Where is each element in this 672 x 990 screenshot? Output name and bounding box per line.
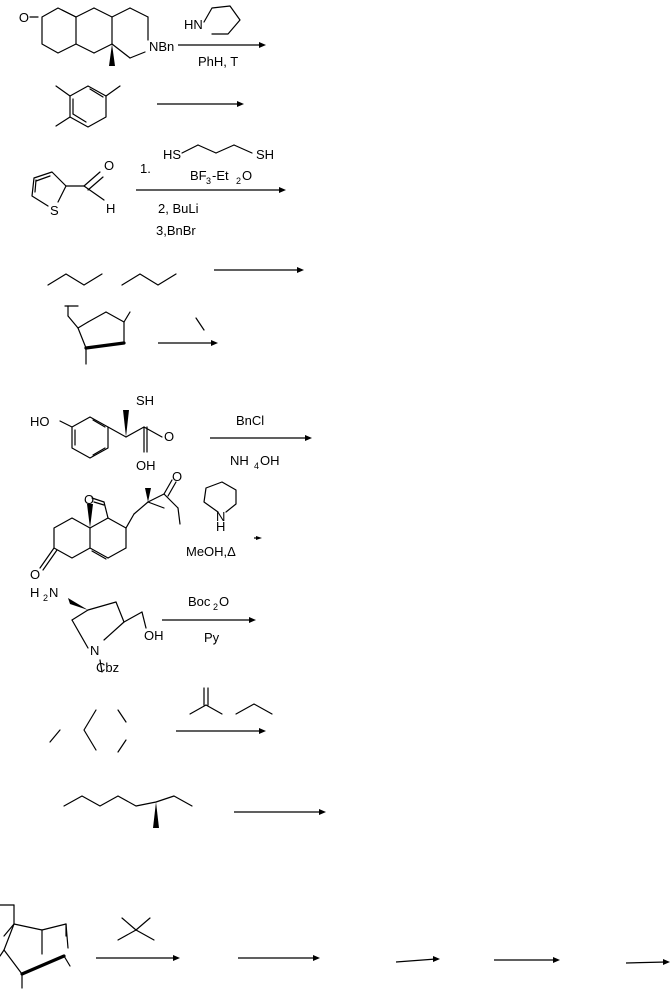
aldehyde-oxygen-label: O [104,158,114,173]
arrowhead-10 [319,809,326,815]
reagent-11-neopentyl [117,917,155,941]
thiol-sh-label-6: SH [136,393,154,408]
arrowhead-3 [279,187,286,193]
step-2-butyllithium: 2, BuLi [158,201,199,216]
substrate-2-trimethylbenzene [55,85,121,128]
arrowhead-2 [237,101,244,107]
reaction-arrow-11e [625,961,667,964]
arrowhead-11a [173,955,180,961]
et-label: -Et [212,168,229,183]
boc-oxygen-label: O [219,594,229,609]
substrate-1-structure: O NBn [19,7,174,66]
thiol-sh-label: SH [256,147,274,162]
ammonium-subscript: 4 [254,461,259,471]
reaction-7: O O O N H MeOH,Δ [30,469,262,582]
step-1-label: 1. [140,161,151,176]
amine-h-label: H [30,585,39,600]
reaction-6: HO SH O OH BnCl NH 4 OH [30,393,312,473]
ring-nitrogen-label: N [90,643,99,658]
condition-phh-t: PhH, T [198,54,238,69]
reagent-benzyl-chloride: BnCl [236,413,264,428]
substrate-9-fragment-a [49,729,61,743]
substrate-9-fragment-c [117,709,127,723]
arrowhead-5 [211,340,218,346]
reagent-pyrrolidine-structure-7: N H [203,481,237,534]
ammonium-nh-label: NH [230,453,249,468]
arrowhead-1 [259,42,266,48]
arrowhead-11e [663,959,670,965]
amine-subscript: 2 [43,593,48,603]
enone-oxygen-label-7: O [30,567,40,582]
nbn-label: NBn [149,39,174,54]
pyrrolidine-n-label: N [216,509,225,524]
reaction-10 [63,795,326,828]
reagent-propanedithiol-structure: HS SH [163,144,274,162]
ketone-oxygen-label-7: O [172,469,182,484]
substrate-8-pyrrolidine: H 2 N N OH Cbz [30,585,164,675]
etherate-oxygen-label: O [242,168,252,183]
condition-methanol-reflux: MeOH,Δ [186,544,236,559]
hydroxyl-oh-label: OH [144,628,164,643]
boc-subscript: 2 [213,602,218,612]
reaction-8: H 2 N N OH Cbz Boc 2 O Py [30,585,256,675]
pyrrolidine-nh-label: HN [184,17,203,32]
thiol-hs-label: HS [163,147,181,162]
substrate-5-cyclopentene [64,305,131,365]
arrowhead-7 [256,536,262,540]
thiophene-sulfur-label: S [50,203,59,218]
pyrrolidine-h-label: H [216,519,225,534]
ammonium-oh-label: OH [260,453,280,468]
cbz-label: Cbz [96,660,119,675]
reaction-1: O NBn HN PhH, T [19,5,266,69]
substrate-9-fragment-d [117,739,127,753]
substrate-11-chair-cyclohexane [0,904,71,989]
arrowhead-11b [313,955,320,961]
boc-label: Boc [188,594,211,609]
arrowhead-11d [553,957,560,963]
condition-pyridine: Py [204,630,220,645]
substrate-4-chain-b [121,273,177,286]
carbonyl-oxygen-label: O [19,10,29,25]
et2-subscript: 2 [236,176,241,186]
aldehyde-oxygen-label-7: O [84,492,94,507]
reagent-9-isobutylene [189,687,223,715]
substrate-9-fragment-b [83,709,97,751]
substrate-6-mercapto-acid: HO SH O OH [30,393,174,473]
reaction-5 [64,305,218,365]
reaction-2 [55,85,244,128]
reaction-3: S O H HS SH 1. BF 3 -Et 2 O 2, BuLi 3,Bn… [31,144,286,238]
substrate-10-chain [63,795,193,807]
reaction-9 [49,687,273,753]
substrate-4-chain-a [47,273,103,286]
arrowhead-8 [249,617,256,623]
reagent-5-methyl-line [195,317,205,331]
phenol-ho-label: HO [30,414,50,429]
reagent-pyrrolidine-structure: HN [184,5,241,35]
acid-oxygen-label: O [164,429,174,444]
reaction-11 [0,904,670,989]
substrate-3-thiophene-aldehyde: S O H [31,158,115,218]
reagent-9-ethyl-chain [235,703,273,715]
arrowhead-6 [305,435,312,441]
arrowhead-9 [259,728,266,734]
step-3-benzyl-bromide: 3,BnBr [156,223,196,238]
amine-n-label: N [49,585,58,600]
acid-oh-label: OH [136,458,156,473]
reaction-4 [47,267,304,286]
substrate-10-wedge [153,802,159,828]
arrowhead-11c [433,956,440,962]
bf3-label: BF [190,168,207,183]
arrowhead-4 [297,267,304,273]
substrate-7-decalin: O O O [30,469,182,582]
reaction-arrow-11c [395,958,437,963]
bf3-subscript: 3 [206,176,211,186]
aldehyde-h-label: H [106,201,115,216]
